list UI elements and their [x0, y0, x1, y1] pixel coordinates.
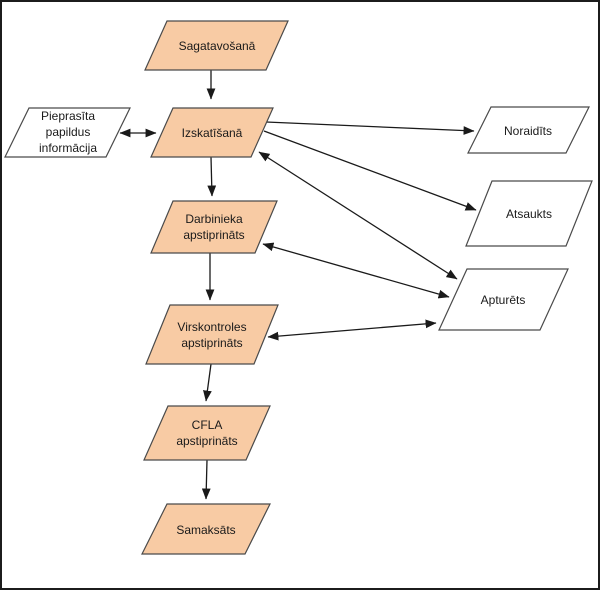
node-apturets-label: Apturēts: [481, 293, 526, 307]
node-izskatisana: [150, 107, 274, 158]
edge-izskatisana-noraidits: [265, 121, 475, 135]
node-samaksats: [141, 503, 271, 555]
nodes-group: [4, 20, 593, 555]
edge-izskatisana-apturets-twoway: [258, 151, 458, 280]
edge-izskatisana-atsaukts: [263, 130, 477, 211]
edge-cfla-samaksats: [201, 459, 211, 500]
edges-group: [119, 70, 477, 500]
node-apturets: [438, 268, 569, 331]
node-pieprasita-label-line1: Pieprasīta: [41, 109, 95, 123]
node-darbinieka-apstiprinats: [150, 200, 278, 254]
node-cfla-label-line2: apstiprināts: [176, 434, 237, 448]
node-cfla-apstiprinats: [143, 405, 271, 461]
edge-virskontroles-apturets-twoway: [267, 319, 437, 341]
node-darbinieka-label-line1: Darbinieka: [185, 212, 243, 226]
node-virskontroles-label-line2: apstiprināts: [181, 336, 242, 350]
node-virskontroles-label-line1: Virskontroles: [177, 320, 246, 334]
labels-group: Sagatavošanā Pieprasīta papildus informā…: [39, 39, 552, 537]
node-noraidits: [467, 106, 590, 154]
node-darbinieka-label-line2: apstiprināts: [183, 228, 244, 242]
node-atsaukts-label: Atsaukts: [506, 207, 552, 221]
node-samaksats-label: Samaksāts: [176, 523, 235, 537]
edge-virskontroles-cfla: [203, 363, 212, 402]
node-atsaukts: [465, 180, 593, 247]
node-pieprasita-label-line3: informācija: [39, 141, 97, 155]
node-cfla-label-line1: CFLA: [192, 418, 223, 432]
node-sagatavosana-label: Sagatavošanā: [179, 39, 256, 53]
node-virskontroles-apstiprinats: [145, 304, 279, 365]
node-izskatisana-label: Izskatīšanā: [182, 126, 243, 140]
edge-darbinieka-apturets-twoway: [262, 242, 450, 299]
edge-izskatisana-darbinieka: [207, 156, 217, 197]
node-pieprasita-papildus-informacija: [4, 107, 131, 158]
node-noraidits-label: Noraidīts: [504, 124, 552, 138]
node-pieprasita-label-line2: papildus: [46, 125, 91, 139]
node-sagatavosana: [144, 20, 289, 71]
